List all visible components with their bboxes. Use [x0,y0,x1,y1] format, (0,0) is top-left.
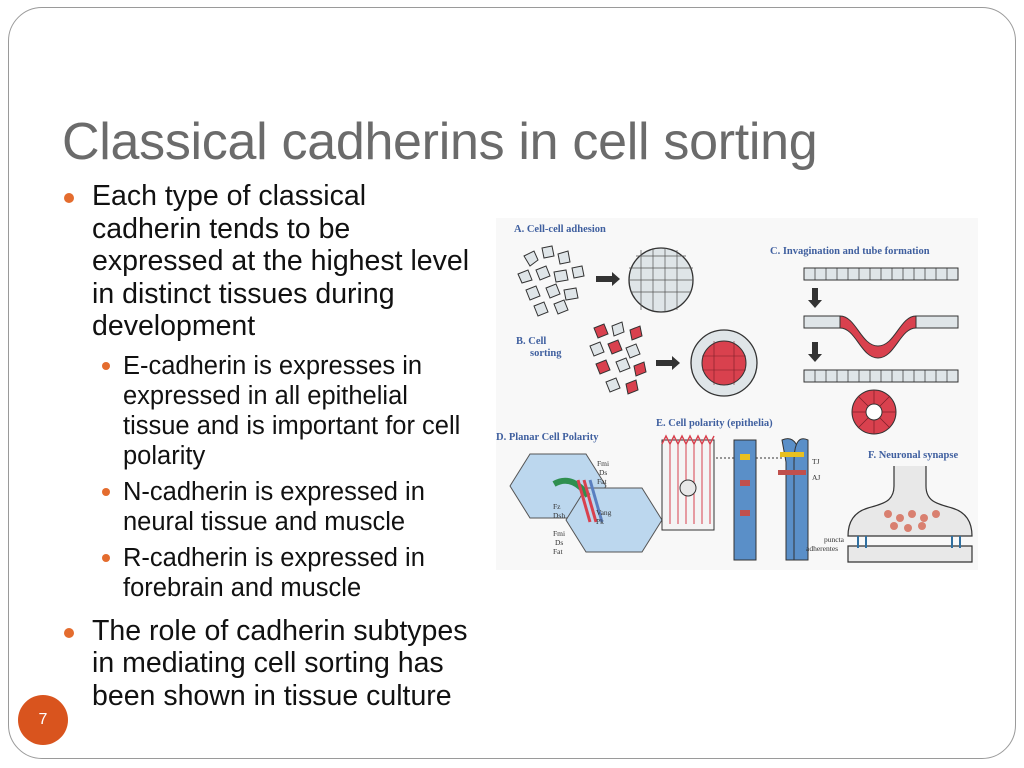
e-label-aj: AJ [812,473,820,482]
epithelial-polarity-icon [661,434,809,561]
slide-body: Each type of classical cadherin tends to… [64,180,476,768]
panel-a-label: A. Cell-cell adhesion [514,224,606,235]
panel-e-label: E. Cell polarity (epithelia) [656,418,773,429]
sub-bullet-text: R-cadherin is expressed in forebrain and… [123,543,425,602]
arrow-down-icon [808,288,822,308]
mixed-cells-icon [589,321,647,395]
panel-f-label: F. Neuronal synapse [868,450,958,461]
invaginating-sheet-icon [803,315,959,359]
slide-title: Classical cadherins in cell sorting [62,113,818,171]
cell-aggregate-icon [628,247,694,313]
sub-bullet-item: R-cadherin is expressed in forebrain and… [92,543,476,603]
bullet-text: The role of cadherin subtypes in mediati… [92,614,468,712]
synapse-icon [847,466,973,563]
sub-bullet-text: N-cadherin is expressed in neural tissue… [123,477,425,536]
panel-c-label: C. Invagination and tube formation [770,246,930,257]
arrow-down-icon [808,342,822,362]
bullet-item: Each type of classical cadherin tends to… [64,180,476,603]
bullet-dot-icon [64,627,74,638]
bullet-list: Each type of classical cadherin tends to… [64,180,476,712]
d-label: Pk [596,517,604,526]
closed-sheet-icon [803,369,959,383]
d-label: Fat [553,547,564,556]
d-label: Dsh [553,511,565,520]
page-number-badge: 7 [18,695,68,745]
bullet-item: The role of cadherin subtypes in mediati… [64,615,476,713]
d-label: Fat [597,477,608,486]
bullet-text: Each type of classical cadherin tends to… [92,180,470,342]
f-label: puncta [824,535,845,544]
panel-d-label: D. Planar Cell Polarity [496,432,599,443]
sub-bullet-item: N-cadherin is expressed in neural tissue… [92,477,476,537]
planar-polarity-icon [509,453,663,553]
d-label: Fmi [597,459,609,468]
dissociated-cells-icon [517,245,585,317]
bullet-dot-icon [64,193,74,203]
d-label: Vang [596,508,612,517]
d-label: Fz [553,502,561,511]
arrow-icon [656,356,680,370]
d-label: Ds [599,468,607,477]
bullet-dot-icon [102,487,110,496]
epithelial-sheet-icon [803,267,959,281]
sub-bullet-item: E-cadherin is expresses in expressed in … [92,351,476,471]
tube-icon [851,389,897,435]
arrow-icon [596,272,620,286]
panel-b-label-2: sorting [530,348,562,359]
f-label: adherentes [806,544,838,553]
sub-bullet-list: E-cadherin is expresses in expressed in … [92,351,476,603]
e-label-tj: TJ [812,457,820,466]
bullet-dot-icon [102,361,110,370]
bullet-dot-icon [102,553,110,562]
d-label: Ds [555,538,563,547]
d-label: Fmi [553,529,565,538]
cadherin-figure: A. Cell-cell adhesion B. [496,218,978,570]
sub-bullet-text: E-cadherin is expresses in expressed in … [123,351,461,470]
panel-b-label: B. Cell [516,336,546,347]
sorted-aggregate-icon [690,329,758,397]
